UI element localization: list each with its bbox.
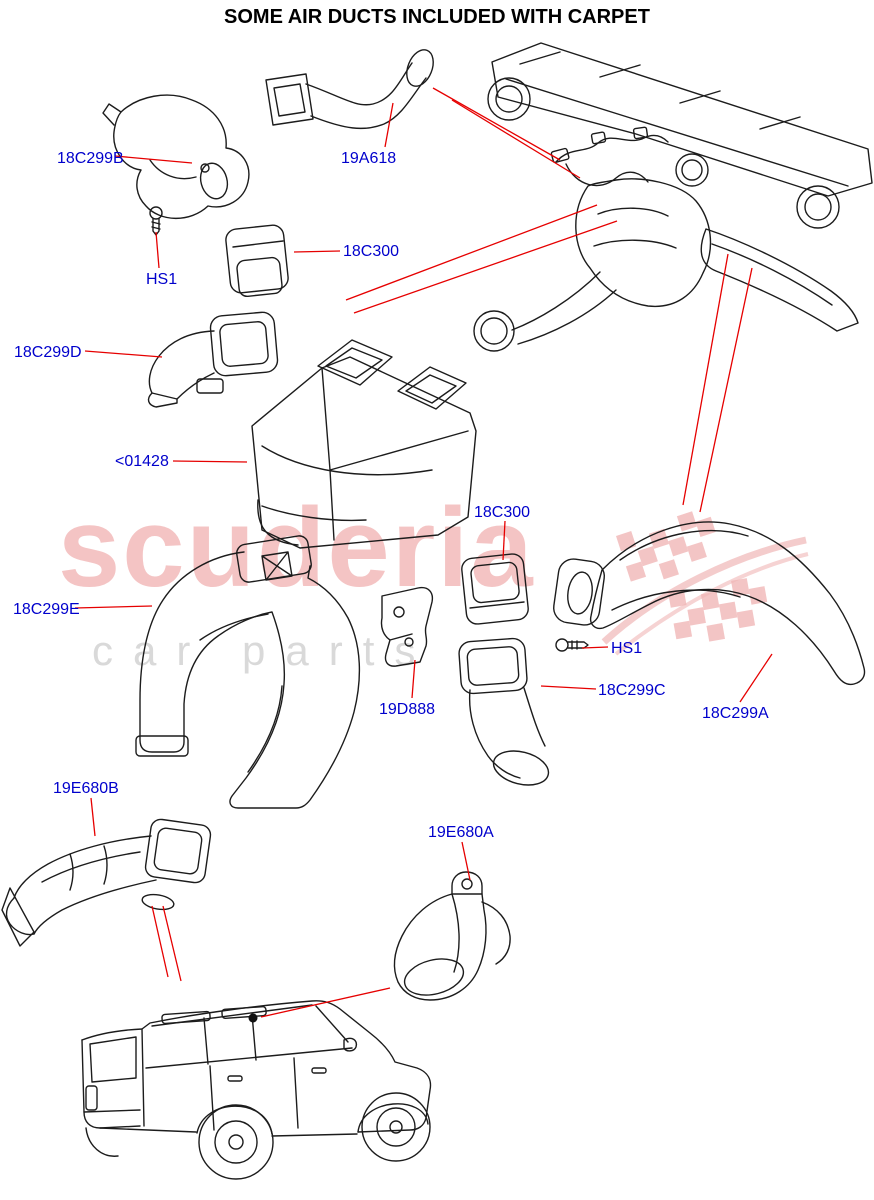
- part-label-19D888[interactable]: 19D888: [379, 701, 436, 718]
- screw-hs1-top: [149, 206, 163, 236]
- watermark-text-secondary: car parts: [92, 627, 436, 674]
- part-label-18C299C[interactable]: 18C299C: [598, 682, 666, 699]
- duct-18C299D: [147, 311, 279, 408]
- part-label-18C300-mid[interactable]: 18C300: [474, 504, 531, 521]
- part-label-18C299B[interactable]: 18C299B: [57, 150, 124, 167]
- duct-19E680B: [1, 818, 212, 947]
- part-label-18C299E[interactable]: 18C299E: [13, 601, 80, 618]
- vehicle-illustration: [81, 1000, 432, 1180]
- watermark-text-primary: scuderia: [58, 485, 535, 610]
- screw-hs1-mid: [555, 638, 589, 652]
- location-dot: [248, 1013, 258, 1023]
- part-label-19A618[interactable]: 19A618: [341, 150, 397, 167]
- part-label-18C299D[interactable]: 18C299D: [14, 344, 82, 361]
- part-label-19E680B[interactable]: 19E680B: [53, 780, 119, 797]
- part-label-18C300-top[interactable]: 18C300: [343, 243, 400, 260]
- duct-18C300-top: [225, 224, 289, 298]
- watermark-checkered-flags-icon: [601, 511, 809, 656]
- dashboard-assembly: [473, 42, 873, 352]
- duct-19E680A: [393, 871, 511, 1001]
- part-label-HS1-top[interactable]: HS1: [146, 271, 178, 288]
- duct-19A618: [265, 49, 434, 130]
- part-label-01428[interactable]: <01428: [115, 453, 169, 470]
- part-label-19E680A[interactable]: 19E680A: [428, 824, 494, 841]
- part-label-HS1-mid[interactable]: HS1: [611, 640, 643, 657]
- diagram-title: SOME AIR DUCTS INCLUDED WITH CARPET: [224, 6, 650, 28]
- duct-18C299C: [458, 637, 550, 786]
- part-label-18C299A[interactable]: 18C299A: [702, 705, 769, 722]
- duct-18C299B: [102, 94, 250, 219]
